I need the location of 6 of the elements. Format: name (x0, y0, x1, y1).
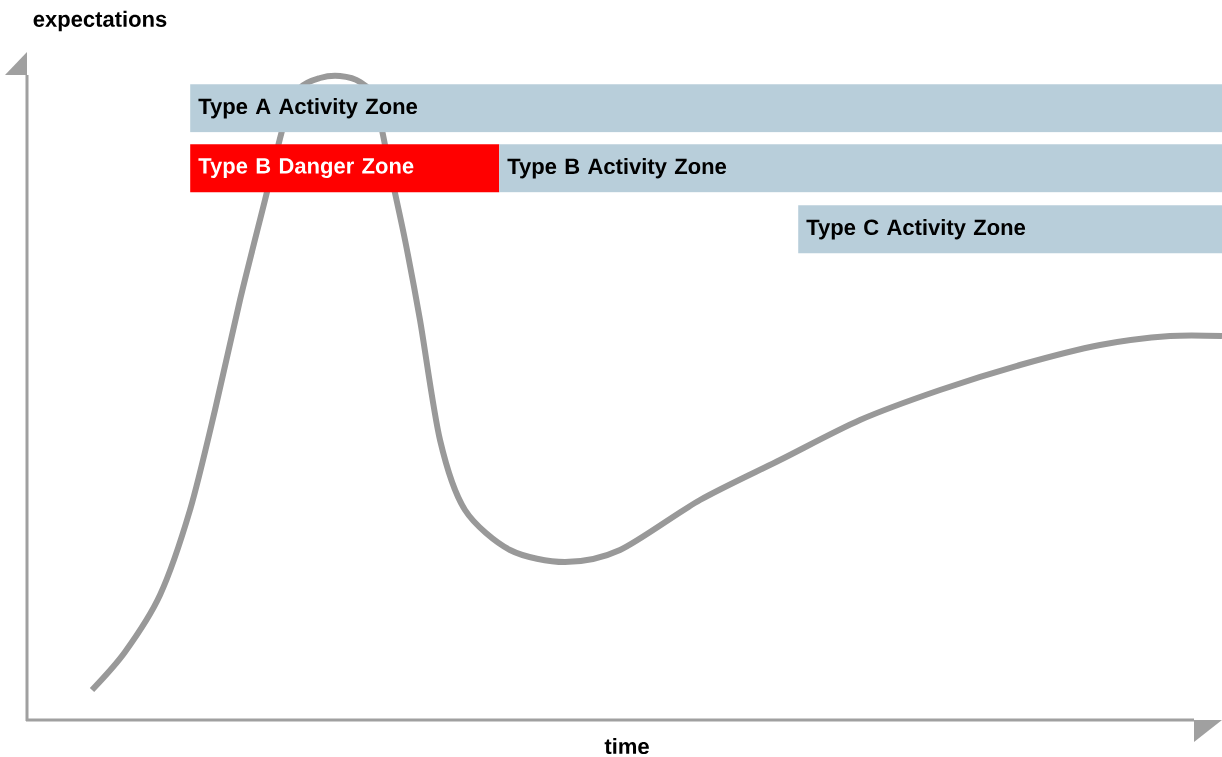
axis-label: expectations (33, 10, 167, 32)
zone-bar: Type B Activity Zone (499, 144, 1222, 193)
axis-label: time (604, 737, 649, 755)
danger-zone-bar: Type B Danger Zone (190, 144, 500, 193)
zone-bar: Type A Activity Zone (190, 84, 1222, 133)
zone-bar: Type C Activity Zone (798, 205, 1222, 254)
